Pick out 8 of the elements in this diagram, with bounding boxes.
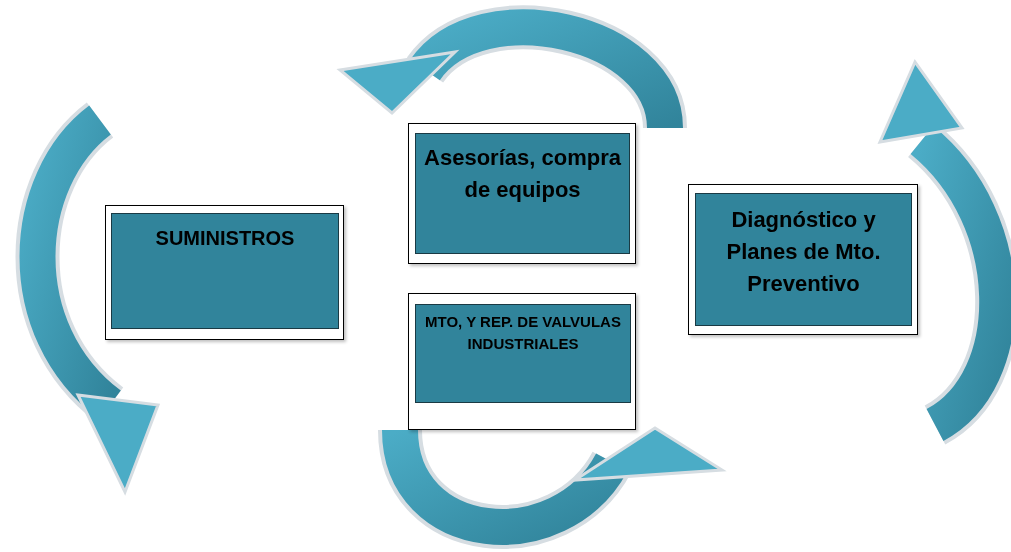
box-label: SUMINISTROS <box>154 226 296 251</box>
process-box <box>105 205 344 340</box>
box-label: Diagnóstico y Planes de Mto. Preventivo <box>725 206 882 298</box>
process-box <box>688 184 918 335</box>
box-label: MTO, Y REP. DE VALVULAS INDUSTRIALES <box>424 312 622 354</box>
box-label: Asesorías, compra de equipos <box>423 144 622 204</box>
process-box <box>408 293 636 430</box>
process-box <box>408 123 636 264</box>
